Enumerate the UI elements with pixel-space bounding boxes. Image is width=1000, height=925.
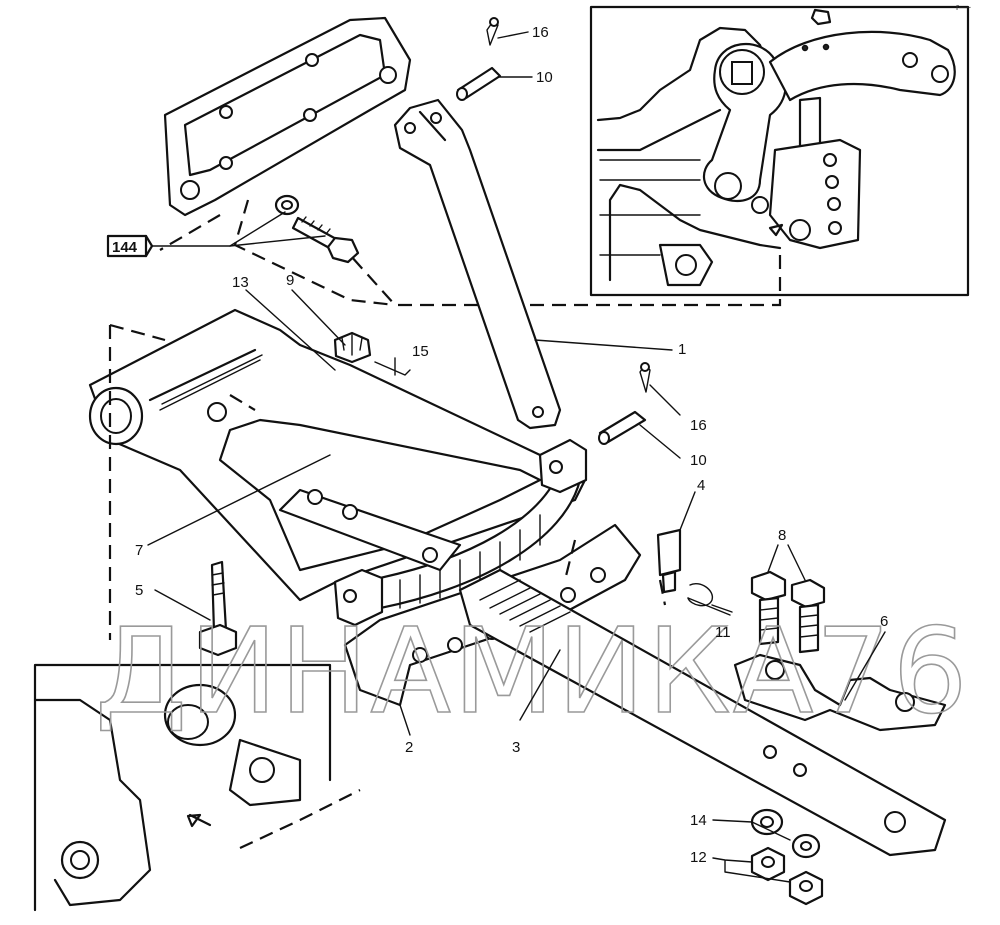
callout-2: 2 [405, 739, 413, 756]
pin-and-cotter-lower [598, 362, 651, 445]
callout-4: 4 [697, 477, 705, 494]
link-bar-part-1 [393, 98, 562, 430]
callout-10-upper: 10 [536, 69, 553, 86]
callout-9: 9 [286, 272, 294, 289]
callout-10-lower: 10 [690, 452, 707, 469]
lock-pin-part-4 [656, 528, 731, 616]
callout-11: 11 [715, 624, 731, 641]
drawbar-frame-main [88, 308, 667, 707]
inset-frame-top [589, 5, 970, 297]
callout-16-upper: 16 [532, 24, 549, 41]
clevis-plate-part-6 [733, 653, 947, 732]
callout-1: 1 [678, 341, 686, 358]
nuts-and-washers-parts-12-14 [750, 808, 824, 906]
bolts-part-8 [750, 570, 826, 654]
upper-bracket-part [159, 16, 412, 307]
pin-and-cotter-upper [456, 17, 502, 101]
watermark-text: ДИНАМИКА76 [95, 602, 970, 740]
inset-detail-top-right [349, 5, 970, 307]
callout-7: 7 [135, 542, 143, 559]
callout-15: 15 [412, 343, 429, 360]
callout-14: 14 [690, 812, 707, 829]
callout-6: 6 [880, 613, 888, 630]
reference-box: 144 [106, 211, 326, 258]
callout-labels: 16 10 13 9 15 1 16 10 4 8 7 5 11 6 2 3 1… [135, 24, 888, 866]
reference-box-label: 144 [112, 239, 138, 256]
callout-3: 3 [512, 739, 520, 756]
bracket-bolt-assembly [274, 194, 360, 264]
callout-leaders [147, 31, 886, 883]
drawbar-part-3 [458, 568, 947, 857]
inset-detail-bottom-left [33, 663, 361, 912]
stud-bolt-part-5 [198, 560, 238, 657]
callout-12: 12 [690, 849, 707, 866]
corner-mark: r—- [956, 2, 971, 12]
callout-8: 8 [778, 527, 786, 544]
callout-13: 13 [232, 274, 249, 291]
callout-5: 5 [135, 582, 143, 599]
callout-16-lower: 16 [690, 417, 707, 434]
